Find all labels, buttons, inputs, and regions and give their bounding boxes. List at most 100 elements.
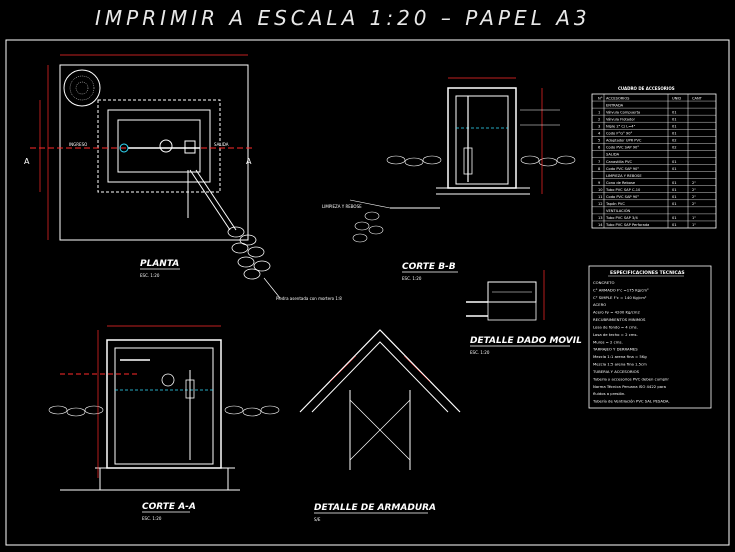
table-cell: Niple 2" C/ L=4" — [606, 125, 636, 129]
table-cell: VENTILACIÓN — [606, 208, 631, 213]
table-cell: 1" — [692, 216, 696, 220]
corte-bb-scale: ESC. 1:20 — [402, 276, 422, 281]
spec-line: Norma Técnica Peruana ISO 4422 para — [593, 384, 666, 389]
spec-line: CONCRETO — [593, 280, 614, 285]
table-cell: 12 — [598, 202, 603, 206]
detalle-dado-title: DETALLE DADO MOVIL — [470, 336, 582, 346]
table-cell: Cono de Rebose — [606, 181, 636, 185]
piedra-asentada-label: Piedra asentada con mortero 1:8 — [276, 296, 342, 301]
table-cell: LIMPIEZA Y REBOSE — [606, 174, 642, 178]
spec-line: Mezcla 1:5 arena fina 1.5cm — [593, 362, 647, 367]
corte-aa-view: CORTE A-A ESC. 1:20 — [48, 325, 280, 521]
table-cell: 02 — [672, 139, 677, 143]
table-cell: 7 — [598, 160, 600, 164]
planta-view: A A INGRESO SALIDA Piedra asentada con m… — [24, 54, 342, 301]
table-cell: 01 — [672, 125, 677, 129]
table-cell: Tubo PVC SAP 3/4 — [605, 216, 638, 220]
stone-pile — [63, 69, 101, 107]
table-cell: 02 — [672, 146, 677, 150]
table-cell: Válvula Flotador — [606, 117, 635, 121]
table-cell: 1 — [598, 110, 600, 114]
planta-title: PLANTA — [140, 259, 179, 269]
detalle-armadura-title: DETALLE DE ARMADURA — [314, 503, 436, 513]
table-cell: Codo PVC SAP 90° — [606, 167, 639, 171]
table-cell: Codo F°G° 90° — [606, 132, 632, 136]
spec-line: Muros = 2 cms. — [593, 339, 623, 344]
accessories-table: CUADRO DE ACCESORIOS N°ACCESORIOS UNID CAN… — [591, 86, 717, 229]
table-cell: 3 — [598, 125, 600, 129]
spec-line: Mezcla 1:1 arena fina = 5Kg — [593, 354, 647, 359]
table-cell: 2" — [692, 181, 696, 185]
table-cell: 1" — [692, 223, 696, 227]
table-cell: 10 — [598, 188, 603, 192]
table-header-cell: N° — [598, 96, 603, 100]
table-cell: SALIDA — [606, 153, 620, 157]
salida-label: SALIDA — [214, 142, 229, 147]
detalle-armadura-scale: S/E — [314, 517, 321, 522]
table-cell: 01 — [672, 160, 677, 164]
table-header-cell: UNID — [672, 96, 681, 100]
table-cell: 01 — [672, 117, 677, 121]
table-cell: 01 — [672, 167, 677, 171]
spec-line: TARRAJEO Y DERRAMES — [592, 347, 638, 352]
corte-aa-title: CORTE A-A — [142, 502, 196, 512]
sheet-frame — [5, 39, 730, 546]
table-cell: 4 — [598, 132, 601, 136]
section-a-right: A — [246, 157, 252, 166]
table-cell: 01 — [672, 110, 677, 114]
table-cell: 2" — [692, 195, 696, 199]
table-cell: 01 — [672, 195, 677, 199]
table-cell: 11 — [598, 195, 603, 199]
corte-bb-title: CORTE B-B — [402, 262, 456, 272]
section-a-left: A — [24, 157, 30, 166]
table-cell: Válvula Compuerta — [606, 110, 640, 114]
detalle-dado-scale: ESC. 1:20 — [470, 350, 490, 355]
table-cell: Codo PVC SAP 90° — [606, 146, 639, 150]
detalle-dado-view: DETALLE DADO MOVIL ESC. 1:20 — [466, 270, 582, 355]
table-cell: 14 — [598, 223, 603, 227]
table-cell: 2 — [598, 117, 600, 121]
table-header-cell: CANT — [692, 96, 703, 100]
sheet-title: IMPRIMIR A ESCALA 1:20 – PAPEL A3 — [95, 6, 591, 30]
table-cell: Tapón PVC — [605, 202, 625, 206]
spec-line: Tuberia y accesorios PVC deben cumplir — [592, 376, 669, 381]
spec-line: RECUBRIMIENTOS MINIMOS — [593, 317, 646, 322]
table-cell: 9 — [598, 181, 601, 185]
table-cell: 01 — [672, 216, 677, 220]
table-header-cell: ACCESORIOS — [606, 96, 630, 100]
spec-line: Tubería de Ventilación PVC SAL PESADA. — [592, 399, 670, 404]
specs-box: ESPECIFICACIONES TECNICAS CONCRETO C° ARM… — [588, 265, 712, 409]
spec-line: Losa de fondo = 4 cms. — [593, 324, 638, 329]
table-cell: 8 — [598, 167, 601, 171]
table-cell: Canastilla PVC — [606, 160, 632, 164]
table-cell: 01 — [672, 132, 677, 136]
ingreso-label: INGRESO — [69, 142, 87, 147]
table-cell: Codo PVC SAP 90° — [606, 195, 639, 199]
accessories-title: CUADRO DE ACCESORIOS — [618, 86, 675, 91]
table-cell: 2" — [692, 188, 696, 192]
spec-line: C° ARMADO F'c =175 Kg/cm² — [593, 287, 649, 292]
table-cell: 13 — [598, 216, 603, 220]
planta-scale: ESC. 1:20 — [140, 273, 160, 278]
table-cell: 6 — [598, 146, 601, 150]
spec-line: TUBERIA Y ACCESORIOS — [592, 369, 640, 374]
table-cell: Adaptador UPR PVC — [606, 139, 642, 143]
table-cell: 01 — [672, 202, 677, 206]
table-cell: 01 — [672, 223, 677, 227]
spec-line: Losa de techo = 2 cms. — [593, 332, 638, 337]
spec-line: fluidos a presión. — [593, 391, 626, 396]
spec-line: ACERO — [593, 302, 606, 307]
table-cell: 5 — [598, 139, 600, 143]
specs-title: ESPECIFICACIONES TECNICAS — [610, 270, 685, 276]
corte-aa-scale: ESC. 1:20 — [142, 516, 162, 521]
spec-line: C° SIMPLE F'c = 140 Kg/cm² — [593, 295, 647, 300]
table-cell: Tubo PVC SAP C-10 — [605, 188, 641, 192]
table-cell: 01 — [672, 188, 677, 192]
table-cell: 01 — [672, 181, 677, 185]
detalle-armadura-view: DETALLE DE ARMADURA S/E — [299, 329, 461, 522]
table-cell: 2" — [692, 202, 696, 206]
table-cell: Tubo PVC SAP Perforada — [605, 223, 649, 227]
corte-bb-view: LIMPIEZA Y REBOSE CORTE B-B ESC. 1:20 — [322, 77, 576, 281]
table-cell: ENTRADA — [606, 103, 624, 107]
